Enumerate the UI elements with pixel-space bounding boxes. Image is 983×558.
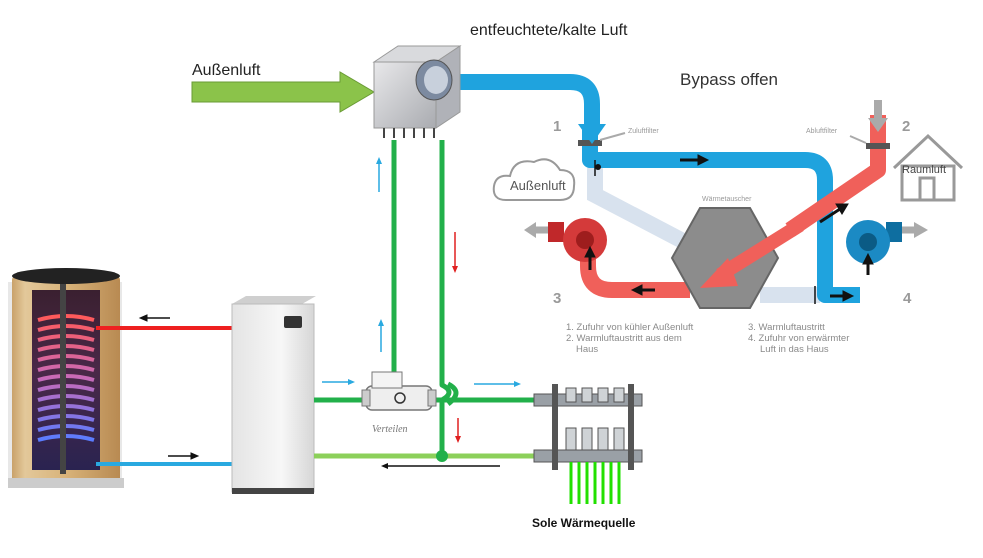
brine-return-pipe <box>439 140 452 456</box>
dehumidified-air-label: entfeuchtete/kalte Luft <box>470 22 628 39</box>
exhaust-duct <box>785 115 886 237</box>
storage-tank-icon <box>8 268 124 488</box>
cloud-icon <box>492 158 576 201</box>
outside-air-label: Außenluft <box>192 62 261 79</box>
supply-filter-icon <box>578 140 602 146</box>
supply-filter-label: Zuluftfilter <box>628 128 659 135</box>
marker-4: 4 <box>903 290 912 307</box>
cold-air-duct <box>460 74 600 128</box>
heat-pump-unit-icon <box>231 296 316 494</box>
marker-2: 2 <box>902 118 911 135</box>
marker-3: 3 <box>553 290 562 307</box>
supply-duct <box>582 130 860 303</box>
three-way-valve-icon <box>361 371 437 411</box>
brine-source-label: Sole Wärmequelle <box>532 516 636 530</box>
legend-item-3: 3. Warmluftaustritt <box>748 322 825 333</box>
exhaust-fan-icon <box>524 218 607 262</box>
manifold-icon <box>533 384 643 504</box>
outside-air-arrow-icon <box>191 71 375 113</box>
house-icon <box>892 133 964 202</box>
legend-item-4b: Luft in das Haus <box>760 344 829 355</box>
legend-item-1: 1. Zufuhr von kühler Außenluft <box>566 322 694 333</box>
marker-1: 1 <box>553 118 562 135</box>
bypass-state-label: Bypass offen <box>680 70 778 89</box>
heat-exchanger-icon <box>670 207 780 309</box>
legend-item-4a: 4. Zufuhr von erwärmter <box>748 333 850 344</box>
duct-heat-exchanger-icon <box>372 45 462 138</box>
ventilation-schematic <box>492 100 964 309</box>
distribute-label: Verteilen <box>372 424 408 435</box>
heat-exchanger-label: Wärmetauscher <box>702 196 752 203</box>
exhaust-filter-label: Abluftfilter <box>806 128 838 135</box>
supply-fan-icon <box>846 220 928 264</box>
legend-item-2a: 2. Warmluftaustritt aus dem <box>566 333 682 344</box>
exhaust-filter-icon <box>866 143 890 149</box>
legend-item-2b: Haus <box>576 344 599 355</box>
cloud-outside-label: Außenluft <box>510 178 566 193</box>
room-air-label: Raumluft <box>902 164 947 176</box>
